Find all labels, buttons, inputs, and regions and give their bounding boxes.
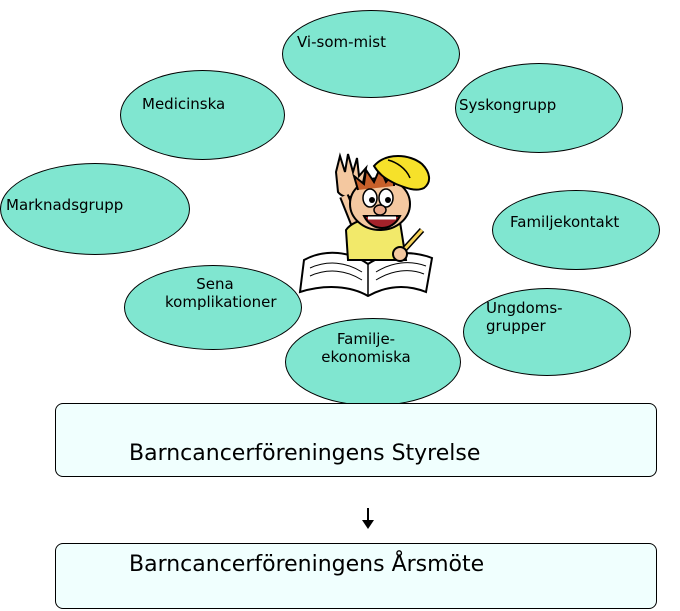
board-box <box>55 403 657 477</box>
group-label-sena-komplikationer: Sena komplikationer <box>165 275 277 311</box>
group-ellipse-syskongrupp <box>455 63 623 153</box>
group-label-familjeekonomiska: Familje- ekonomiska <box>321 330 411 366</box>
annual-meeting-box-label: Barncancerföreningens Årsmöte <box>129 552 485 577</box>
group-ellipse-medicinska <box>120 70 285 160</box>
board-box-label: Barncancerföreningens Styrelse <box>129 441 481 466</box>
arrow-down-icon <box>362 508 374 529</box>
group-label-familjekontakt: Familjekontakt <box>510 213 620 231</box>
group-ellipse-marknadsgrupp <box>0 163 190 255</box>
group-label-medicinska: Medicinska <box>142 95 226 113</box>
group-label-marknadsgrupp: Marknadsgrupp <box>6 196 124 214</box>
group-ellipse-vi-som-mist <box>282 10 460 98</box>
group-ellipse-familjekontakt <box>492 190 660 270</box>
group-ellipse-ungdomsgrupper <box>463 288 631 376</box>
group-label-ungdomsgrupper: Ungdoms- grupper <box>486 299 563 335</box>
waving-boy-icon <box>298 152 434 297</box>
group-ellipse-familjeekonomiska <box>285 318 461 406</box>
group-label-vi-som-mist: Vi-som-mist <box>297 33 387 51</box>
annual-meeting-box <box>55 543 657 609</box>
group-ellipse-sena-komplikationer <box>124 265 302 350</box>
group-label-syskongrupp: Syskongrupp <box>459 96 557 114</box>
